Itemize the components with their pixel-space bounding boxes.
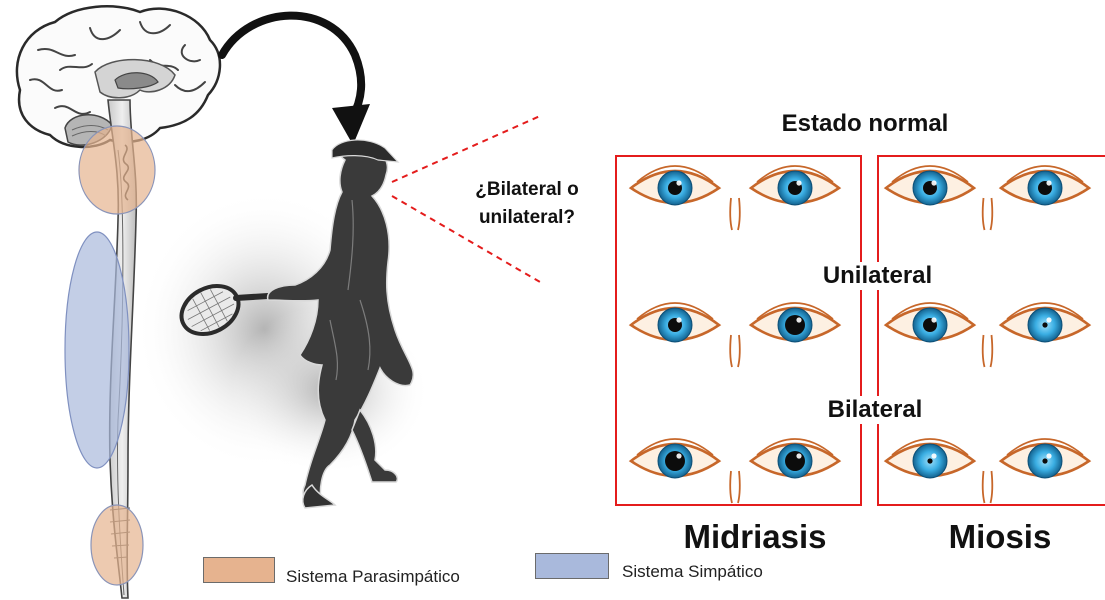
tennis-player-icon (135, 140, 430, 508)
sympathetic-swatch (535, 553, 609, 579)
miosis-panel (877, 155, 1105, 506)
column-title-mydriasis: Midriasis (665, 518, 845, 556)
parasympathetic-sacral-region (91, 505, 143, 585)
parasympathetic-cranial-region (79, 126, 155, 214)
row-title-bilateral: Bilateral (805, 396, 945, 424)
column-title-miosis: Miosis (925, 518, 1075, 556)
parasympathetic-swatch (203, 557, 275, 583)
question-text: ¿Bilateral o unilateral? (452, 176, 602, 232)
legend-label-sympathetic: Sistema Simpático (622, 562, 763, 582)
legend-label-parasympathetic: Sistema Parasimpático (286, 567, 460, 587)
curved-arrow-icon (222, 16, 370, 145)
mydriasis-panel (615, 155, 862, 506)
row-title-normal: Estado normal (760, 110, 970, 138)
sympathetic-region (65, 232, 129, 468)
row-title-unilateral: Unilateral (790, 262, 965, 290)
